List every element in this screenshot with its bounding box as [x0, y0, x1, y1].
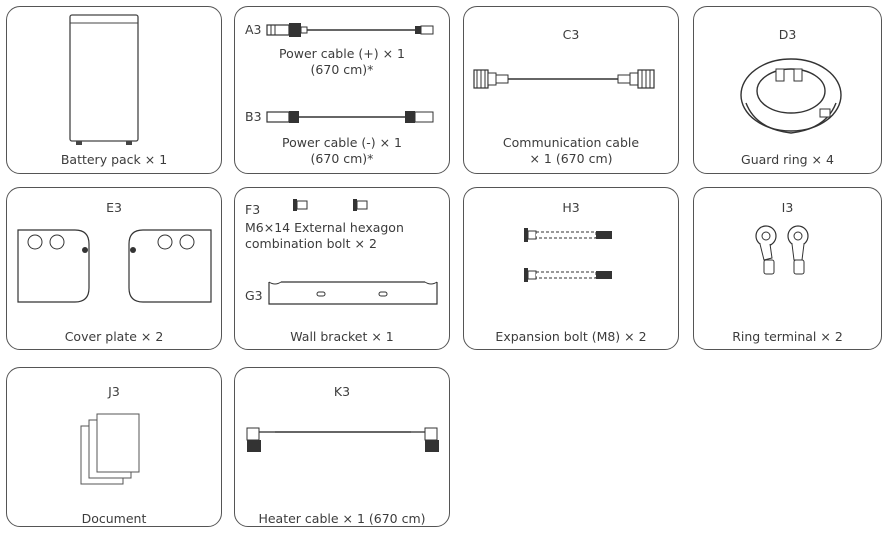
i3-code: I3 — [781, 200, 794, 215]
k3-code: K3 — [333, 384, 351, 399]
battery-caption: Battery pack × 1 — [60, 152, 168, 167]
c3-caption-2: × 1 (670 cm) — [529, 151, 613, 166]
f3-caption-1: M6×14 External hexagon — [245, 220, 404, 235]
battery-pack-icon — [69, 14, 139, 145]
h3-caption: Expansion bolt (M8) × 2 — [495, 329, 647, 344]
cover-plate-icon — [17, 229, 212, 303]
i3-caption: Ring terminal × 2 — [732, 329, 843, 344]
k3-caption: Heater cable × 1 (670 cm) — [258, 511, 426, 526]
power-cable-positive-icon — [266, 23, 434, 37]
d3-caption: Guard ring × 4 — [741, 152, 834, 167]
j3-caption: Document — [81, 511, 147, 526]
c3-caption-1: Communication cable — [502, 135, 640, 150]
item-card-power-cables: A3 Power cable (+) × 1 (670 cm)* B3 Powe… — [234, 6, 450, 174]
b3-caption-2: (670 cm)* — [310, 151, 374, 166]
heater-cable-icon — [246, 427, 439, 452]
wall-bracket-icon — [268, 281, 438, 305]
power-cable-negative-icon — [266, 111, 434, 123]
f3-code: F3 — [245, 202, 261, 217]
communication-cable-icon — [473, 69, 655, 89]
e3-caption: Cover plate × 2 — [64, 329, 164, 344]
d3-code: D3 — [778, 27, 797, 42]
item-card-communication-cable: C3 Communication cable × 1 (670 cm) — [463, 6, 679, 174]
item-card-guard-ring: D3 Guard ring × 4 — [693, 6, 882, 174]
item-card-expansion-bolt: H3 Expansion bolt (M8) × 2 — [463, 187, 679, 350]
item-card-heater-cable: K3 Heater cable × 1 (670 cm) — [234, 367, 450, 527]
item-card-cover-plate: E3 Cover plate × 2 — [6, 187, 222, 350]
item-card-bolt-bracket: F3 M6×14 External hexagon combination bo… — [234, 187, 450, 350]
item-card-ring-terminal: I3 Ring terminal × 2 — [693, 187, 882, 350]
ring-terminal-icon — [755, 225, 809, 275]
item-card-battery-pack: Battery pack × 1 — [6, 6, 222, 174]
a3-code: A3 — [245, 22, 262, 37]
g3-caption: Wall bracket × 1 — [290, 329, 394, 344]
b3-caption-1: Power cable (-) × 1 — [281, 135, 402, 150]
a3-caption-1: Power cable (+) × 1 — [279, 46, 405, 61]
expansion-bolt-icon — [524, 228, 612, 282]
hexagon-bolt-icon — [293, 199, 368, 211]
e3-code: E3 — [106, 200, 122, 215]
g3-code: G3 — [245, 288, 263, 303]
b3-code: B3 — [245, 109, 262, 124]
j3-code: J3 — [108, 384, 120, 399]
document-icon — [80, 413, 140, 485]
c3-code: C3 — [562, 27, 580, 42]
item-card-document: J3 Document — [6, 367, 222, 527]
guard-ring-icon — [740, 58, 842, 134]
f3-caption-2: combination bolt × 2 — [245, 236, 377, 251]
a3-caption-2: (670 cm)* — [310, 62, 374, 77]
h3-code: H3 — [562, 200, 580, 215]
